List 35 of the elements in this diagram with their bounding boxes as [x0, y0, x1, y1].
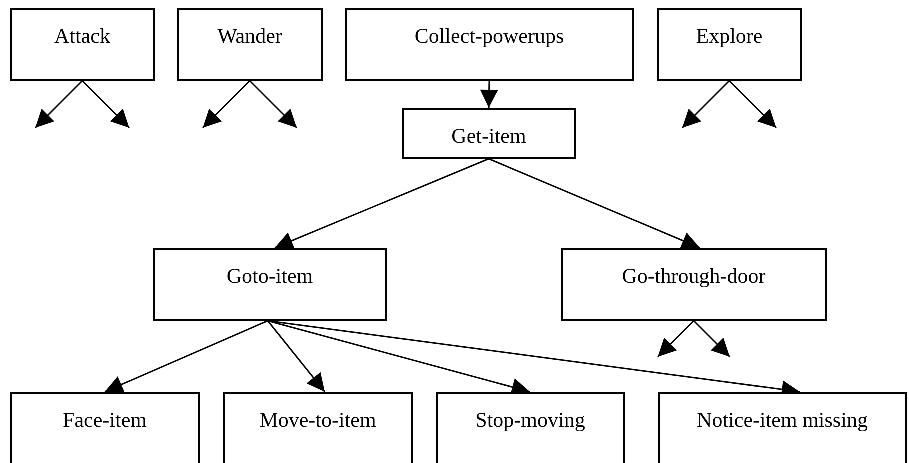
arrow	[104, 320, 268, 394]
process-box	[345, 8, 634, 81]
process-box	[658, 392, 907, 463]
arrow	[34, 80, 84, 129]
box-label: Notice-item missing	[696, 408, 869, 433]
arrow	[488, 158, 700, 250]
process-box	[10, 392, 200, 463]
box-label: Move-to-item	[258, 408, 378, 433]
arrow	[274, 158, 490, 250]
arrow	[480, 80, 498, 108]
box-label: Face-item	[62, 408, 148, 433]
process-box	[657, 8, 802, 81]
process-box	[436, 392, 625, 463]
box-label: Goto-item	[226, 264, 314, 289]
process-box	[223, 392, 413, 463]
arrow	[728, 80, 778, 129]
box-label: Explore	[695, 24, 764, 49]
process-box	[177, 8, 323, 81]
box-label: Go-through-door	[621, 264, 767, 289]
process-box	[153, 248, 387, 321]
process-box	[10, 8, 155, 81]
arrow	[693, 320, 731, 358]
box-label: Wander	[216, 24, 284, 49]
arrow	[267, 320, 326, 392]
box-label: Collect-powerups	[414, 24, 566, 49]
arrow	[82, 80, 130, 129]
arrow	[682, 80, 730, 129]
arrow	[657, 320, 695, 358]
arrow	[202, 80, 251, 129]
process-box	[561, 248, 827, 321]
box-label: Stop-moving	[474, 408, 586, 433]
process-box	[402, 108, 576, 159]
box-label: Attack	[54, 24, 112, 49]
arrow	[249, 80, 298, 129]
box-label: Get-item	[450, 124, 528, 149]
